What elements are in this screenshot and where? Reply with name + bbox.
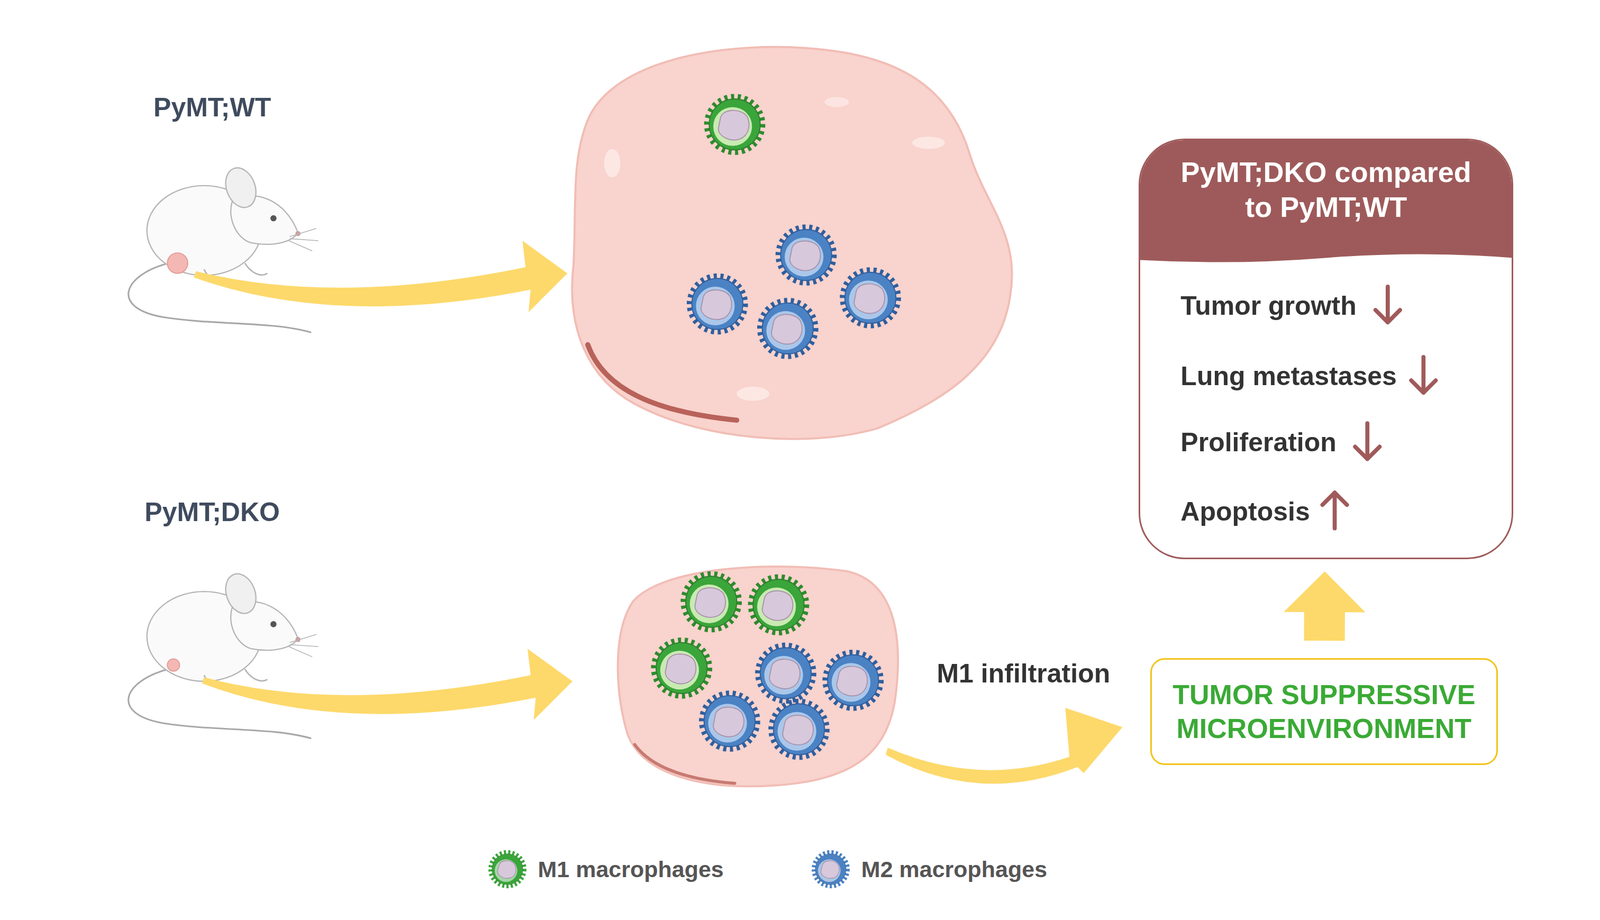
result-item: Apoptosis bbox=[1180, 495, 1310, 528]
mouse-dko bbox=[128, 569, 319, 739]
legend-text: M2 macrophages bbox=[861, 856, 1048, 883]
yellow-arrow bbox=[193, 240, 568, 313]
result-item: Tumor growth bbox=[1180, 289, 1357, 322]
swatch-fill bbox=[491, 853, 523, 886]
swatch-inner bbox=[817, 859, 841, 883]
block-arrow bbox=[1283, 571, 1366, 641]
swatch-rim bbox=[490, 852, 525, 887]
yellow-arrow bbox=[885, 707, 1123, 784]
header-band bbox=[1138, 138, 1514, 263]
group-label: PyMT;WT bbox=[153, 92, 271, 123]
result-item: Lung metastases bbox=[1180, 360, 1397, 393]
yellow-arrow bbox=[202, 648, 573, 721]
mouse-wt bbox=[128, 163, 319, 333]
environment-box: TUMOR SUPPRESSIVE MICROENVIRONMENT bbox=[1150, 658, 1499, 766]
result-item: Proliferation bbox=[1180, 426, 1336, 459]
tumor-dko bbox=[617, 566, 898, 787]
legend-swatch bbox=[809, 848, 852, 891]
legend-item: M2 macrophages bbox=[809, 848, 1048, 891]
box-text: TUMOR SUPPRESSIVE MICROENVIRONMENT bbox=[1163, 677, 1486, 746]
results-box: PyMT;DKO compared to PyMT;WT Tumor growth… bbox=[1138, 138, 1514, 560]
legend-item: M1 macrophages bbox=[486, 848, 724, 891]
swatch-rim bbox=[813, 852, 848, 887]
swatch-fill bbox=[815, 853, 847, 886]
swatch-nucleus bbox=[497, 860, 516, 879]
box-heading: PyMT;DKO compared to PyMT;WT bbox=[1169, 154, 1483, 225]
tumor-wt bbox=[571, 47, 1012, 440]
swatch-nucleus bbox=[820, 860, 840, 879]
swatch-inner bbox=[494, 859, 518, 883]
legend-swatch bbox=[486, 848, 529, 891]
legend-text: M1 macrophages bbox=[538, 856, 724, 883]
arrow-label: M1 infiltration bbox=[936, 658, 1111, 689]
group-label: PyMT;DKO bbox=[144, 496, 280, 528]
